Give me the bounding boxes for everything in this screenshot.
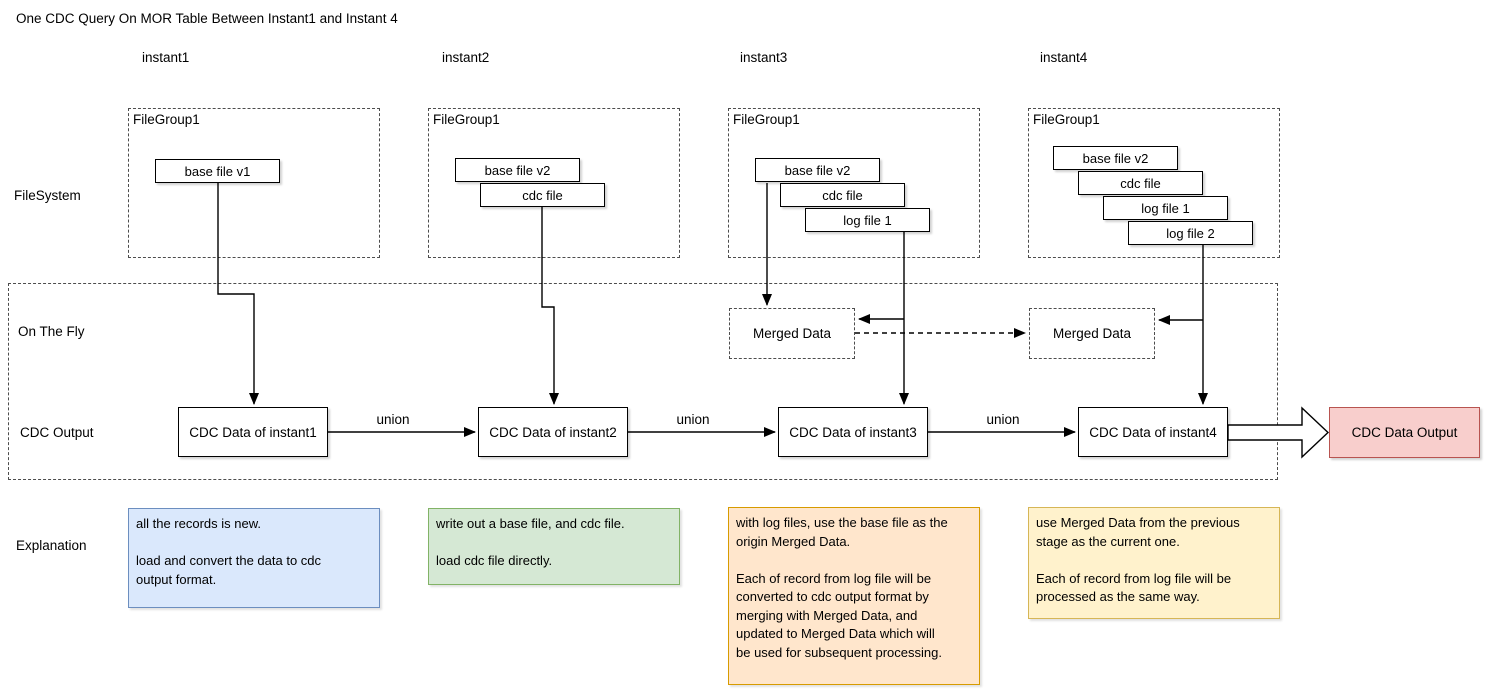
cdc-data-box-instant4: CDC Data of instant4 — [1078, 407, 1228, 457]
file-box-log-file-2: log file 2 — [1128, 221, 1253, 245]
explanation-box-instant1: all the records is new. load and convert… — [128, 508, 380, 608]
filegroup-box-instant3: FileGroup1 — [728, 108, 980, 258]
filegroup-box-instant4: FileGroup1 — [1028, 108, 1280, 258]
cdc-data-box-instant3: CDC Data of instant3 — [778, 407, 928, 457]
file-box-cdc-file: cdc file — [480, 183, 605, 207]
file-box-base-file-v1: base file v1 — [155, 159, 280, 183]
filegroup-label: FileGroup1 — [733, 112, 800, 127]
row-label-cdc-output: CDC Output — [20, 425, 94, 440]
filegroup-label: FileGroup1 — [1033, 112, 1100, 127]
explanation-box-instant2: write out a base file, and cdc file. loa… — [428, 508, 680, 585]
column-label-instant2: instant2 — [442, 50, 490, 65]
filegroup-label: FileGroup1 — [133, 112, 200, 127]
column-label-instant3: instant3 — [740, 50, 788, 65]
union-edge-label-2: union — [676, 412, 710, 427]
merged-data-box-instant4: Merged Data — [1029, 308, 1155, 359]
row-label-on-the-fly: On The Fly — [18, 324, 85, 339]
file-box-log-file-1: log file 1 — [805, 208, 930, 232]
merged-data-box-instant3: Merged Data — [729, 308, 855, 359]
row-label-filesystem: FileSystem — [14, 188, 81, 203]
filegroup-box-instant1: FileGroup1 — [128, 108, 380, 258]
diagram-title: One CDC Query On MOR Table Between Insta… — [16, 11, 398, 26]
filegroup-label: FileGroup1 — [433, 112, 500, 127]
explanation-box-instant3: with log files, use the base file as the… — [728, 507, 980, 685]
cdc-data-box-instant2: CDC Data of instant2 — [478, 407, 628, 457]
explanation-box-instant4: use Merged Data from the previous stage … — [1028, 507, 1280, 619]
column-label-instant1: instant1 — [142, 50, 190, 65]
file-box-log-file-1: log file 1 — [1103, 196, 1228, 220]
on-the-fly-cdc-output-container — [8, 283, 1278, 480]
column-label-instant4: instant4 — [1040, 50, 1088, 65]
cdc-data-output-box: CDC Data Output — [1329, 407, 1480, 458]
file-box-cdc-file: cdc file — [780, 183, 905, 207]
row-label-explanation: Explanation — [16, 538, 87, 553]
file-box-base-file-v2: base file v2 — [455, 158, 580, 182]
union-edge-label-3: union — [986, 412, 1020, 427]
union-edge-label-1: union — [376, 412, 410, 427]
file-box-base-file-v2: base file v2 — [755, 158, 880, 182]
cdc-data-box-instant1: CDC Data of instant1 — [178, 407, 328, 457]
file-box-cdc-file: cdc file — [1078, 171, 1203, 195]
file-box-base-file-v2: base file v2 — [1053, 146, 1178, 170]
